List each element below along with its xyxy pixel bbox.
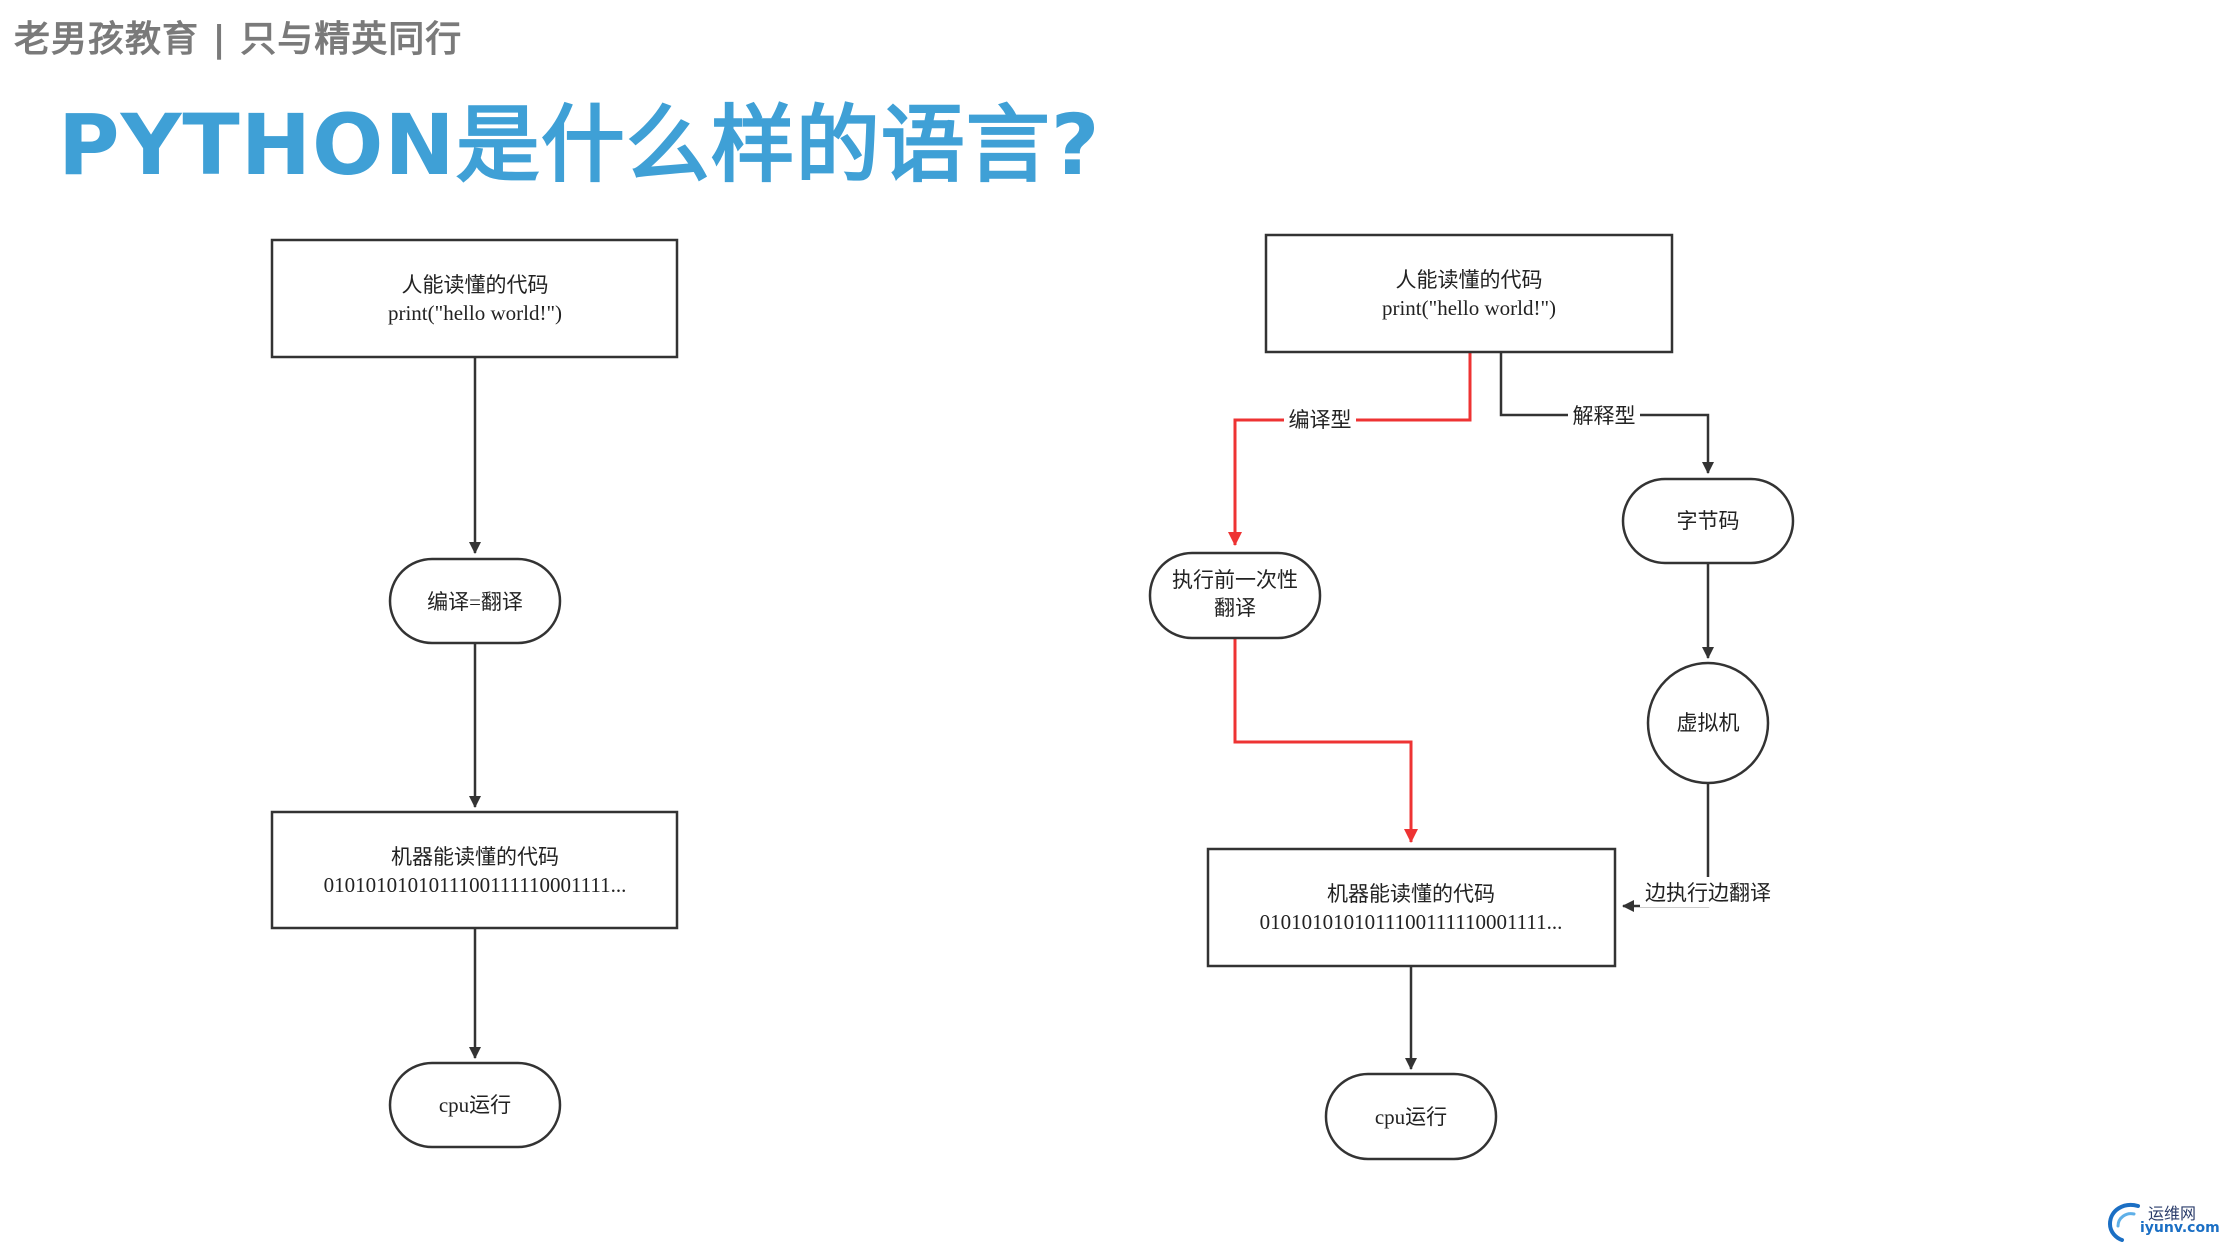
edge-precompile-to-machine xyxy=(1233,638,1418,843)
left-source-line2: print("hello world!") xyxy=(388,301,562,325)
left-source-line1: 人能读懂的代码 xyxy=(402,273,549,297)
left-machine-line2: 0101010101011100111110001111... xyxy=(324,873,627,897)
interpreted-edge-label: 解释型 xyxy=(1573,404,1636,428)
bytecode-node: 字节码 xyxy=(1621,477,1795,565)
slide-title: PYTHON是什么样的语言? xyxy=(58,96,1101,194)
left-cpu-node: cpu运行 xyxy=(388,1061,562,1149)
left-machine-line1: 机器能读懂的代码 xyxy=(391,845,559,869)
right-cpu-node: cpu运行 xyxy=(1324,1072,1498,1161)
exec-translate-label: 边执行边翻译 xyxy=(1645,881,1771,905)
watermark-logo-icon xyxy=(2107,1203,2140,1242)
right-source-box: 人能读懂的代码 print("hello world!") xyxy=(1264,233,1674,354)
precompile-line1: 执行前一次性 xyxy=(1172,568,1298,592)
left-compile-label: 编译=翻译 xyxy=(427,590,523,614)
precompile-line2: 翻译 xyxy=(1214,596,1256,620)
right-source-line2: print("hello world!") xyxy=(1382,296,1556,320)
left-cpu-label: cpu运行 xyxy=(439,1093,511,1117)
brand-slogan: 老男孩教育 | 只与精英同行 xyxy=(14,19,463,60)
right-machine-line1: 机器能读懂的代码 xyxy=(1327,882,1495,906)
right-machine-line2: 0101010101011100111110001111... xyxy=(1260,910,1563,934)
right-cpu-label: cpu运行 xyxy=(1375,1105,1447,1129)
vm-label: 虚拟机 xyxy=(1677,711,1740,735)
left-compile-node: 编译=翻译 xyxy=(388,557,562,645)
precompile-node: 执行前一次性 翻译 xyxy=(1148,551,1322,640)
compiled-edge-label: 编译型 xyxy=(1289,408,1352,432)
right-source-line1: 人能读懂的代码 xyxy=(1396,268,1543,292)
right-flow: 编译型 解释型 边执行边翻译 人能读懂的代码 print("hello worl… xyxy=(1148,233,1795,1161)
edge-compiled-path xyxy=(1228,352,1472,546)
vm-node: 虚拟机 xyxy=(1646,661,1770,785)
left-source-box: 人能读懂的代码 print("hello world!") xyxy=(270,238,679,359)
watermark-en: iyunv.com xyxy=(2140,1220,2220,1236)
bytecode-label: 字节码 xyxy=(1677,509,1740,533)
left-flow: 人能读懂的代码 print("hello world!") 编译=翻译 机器能读… xyxy=(270,238,679,1149)
right-machine-box: 机器能读懂的代码 0101010101011100111110001111... xyxy=(1206,847,1617,968)
watermark-cn: 运维网 xyxy=(2148,1204,2197,1223)
watermark: 运维网 iyunv.com xyxy=(2104,1198,2220,1242)
left-machine-box: 机器能读懂的代码 0101010101011100111110001111... xyxy=(270,810,679,930)
